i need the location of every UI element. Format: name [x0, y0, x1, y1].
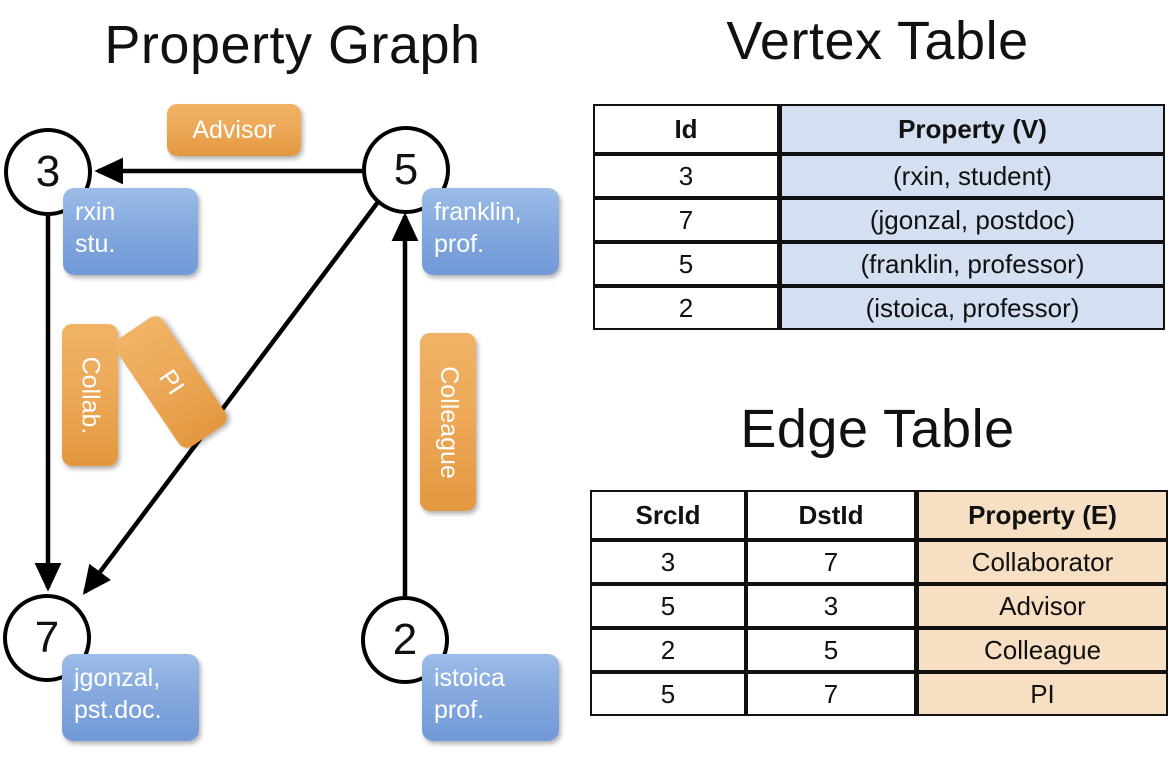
- edge-label-pi-text: PI: [153, 364, 190, 400]
- edge-table-header-srcid: SrcId: [590, 490, 746, 540]
- table-row: 5 7 PI: [590, 672, 1168, 716]
- graph-node-5[interactable]: 5: [362, 126, 450, 214]
- table-row: 5 (franklin, professor): [593, 242, 1165, 286]
- table-row: 2 5 Colleague: [590, 628, 1168, 672]
- property-graph-diagram: 3 5 7 2 rxin stu. franklin, prof. jgonza…: [3, 104, 559, 741]
- edge-5-to-7: [82, 200, 380, 595]
- edge-cell-property: Advisor: [916, 584, 1168, 628]
- edge-table-header-dstid: DstId: [746, 490, 916, 540]
- edge-label-advisor-text: Advisor: [192, 115, 276, 144]
- vertex-cell-id: 3: [593, 154, 779, 198]
- node-property-box-franklin: franklin, prof.: [422, 188, 559, 275]
- edge-table-header-property: Property (E): [916, 490, 1168, 540]
- edge-label-collab-text: Collab.: [76, 356, 105, 434]
- graph-node-2[interactable]: 2: [361, 596, 449, 684]
- edge-label-colleague-text: Colleague: [434, 365, 463, 479]
- vertex-cell-id: 7: [593, 198, 779, 242]
- edge-label-collab: Collab.: [62, 324, 118, 466]
- edge-cell-srcid: 2: [590, 628, 746, 672]
- edge-cell-property: Collaborator: [916, 540, 1168, 584]
- edge-cell-property: Colleague: [916, 628, 1168, 672]
- vertex-table-header-id: Id: [593, 104, 779, 154]
- vertex-cell-property: (istoica, professor): [779, 286, 1165, 330]
- node-property-box-jgonzal: jgonzal, pst.doc.: [62, 654, 199, 741]
- edge-table-header-row: SrcId DstId Property (E): [590, 490, 1168, 540]
- edge-cell-dstid: 7: [746, 540, 916, 584]
- edge-cell-dstid: 7: [746, 672, 916, 716]
- table-row: 3 (rxin, student): [593, 154, 1165, 198]
- vertex-cell-property: (franklin, professor): [779, 242, 1165, 286]
- vertex-table: Id Property (V) 3 (rxin, student) 7 (jgo…: [593, 104, 1165, 330]
- edge-cell-property: PI: [916, 672, 1168, 716]
- page-title-property-graph: Property Graph: [104, 15, 481, 75]
- node-property-box-rxin: rxin stu.: [63, 188, 198, 275]
- table-row: 5 3 Advisor: [590, 584, 1168, 628]
- table-row: 2 (istoica, professor): [593, 286, 1165, 330]
- table-row: 7 (jgonzal, postdoc): [593, 198, 1165, 242]
- edge-label-colleague: Colleague: [420, 333, 476, 511]
- page-title-vertex-table: Vertex Table: [726, 11, 1029, 71]
- table-row: 3 7 Collaborator: [590, 540, 1168, 584]
- edge-table: SrcId DstId Property (E) 3 7 Collaborato…: [590, 490, 1168, 716]
- node-property-box-istoica: istoica prof.: [422, 654, 559, 741]
- graph-edges-svg: [34, 157, 419, 596]
- vertex-table-header-row: Id Property (V): [593, 104, 1165, 154]
- edge-cell-dstid: 5: [746, 628, 916, 672]
- edge-cell-srcid: 5: [590, 672, 746, 716]
- vertex-table-header-property: Property (V): [779, 104, 1165, 154]
- vertex-cell-id: 2: [593, 286, 779, 330]
- edge-cell-srcid: 5: [590, 584, 746, 628]
- edge-cell-dstid: 3: [746, 584, 916, 628]
- vertex-cell-property: (jgonzal, postdoc): [779, 198, 1165, 242]
- vertex-cell-id: 5: [593, 242, 779, 286]
- edge-cell-srcid: 3: [590, 540, 746, 584]
- vertex-cell-property: (rxin, student): [779, 154, 1165, 198]
- edge-label-advisor: Advisor: [167, 104, 301, 156]
- page-title-edge-table: Edge Table: [740, 399, 1015, 459]
